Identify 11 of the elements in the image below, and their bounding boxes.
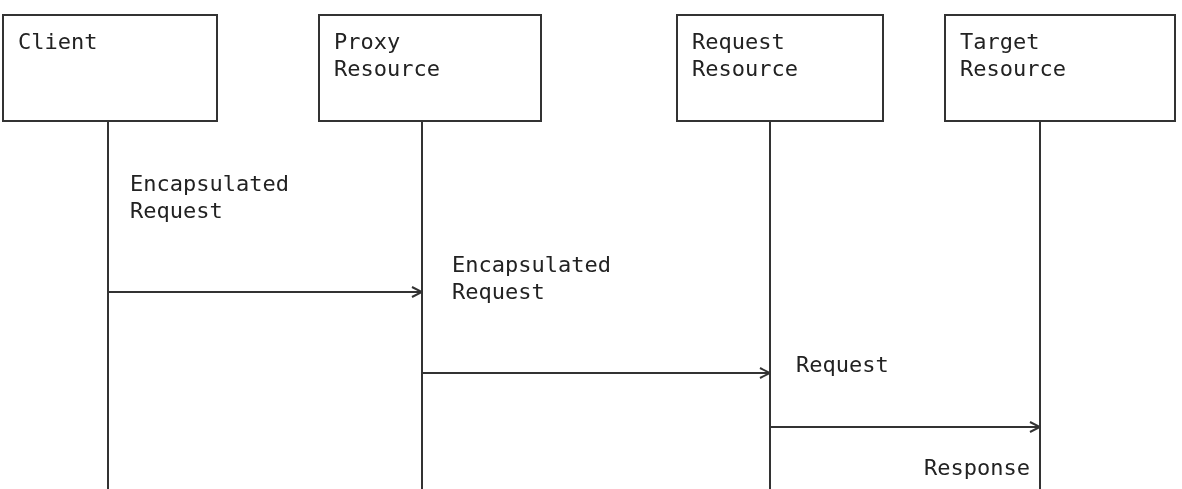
message-arrow bbox=[107, 286, 423, 298]
message-arrow bbox=[421, 367, 771, 379]
participant-label: Request Resource bbox=[692, 28, 799, 82]
participant-label: Proxy Resource bbox=[334, 28, 441, 82]
participant-label: Target Resource bbox=[960, 28, 1067, 82]
participant-label: Client bbox=[18, 28, 99, 55]
message-label: Encapsulated Request bbox=[130, 170, 290, 224]
message-arrow bbox=[769, 421, 1041, 433]
message-label: Request bbox=[796, 351, 890, 378]
message-label: Response bbox=[923, 454, 1030, 481]
message-label: Encapsulated Request bbox=[452, 251, 612, 305]
